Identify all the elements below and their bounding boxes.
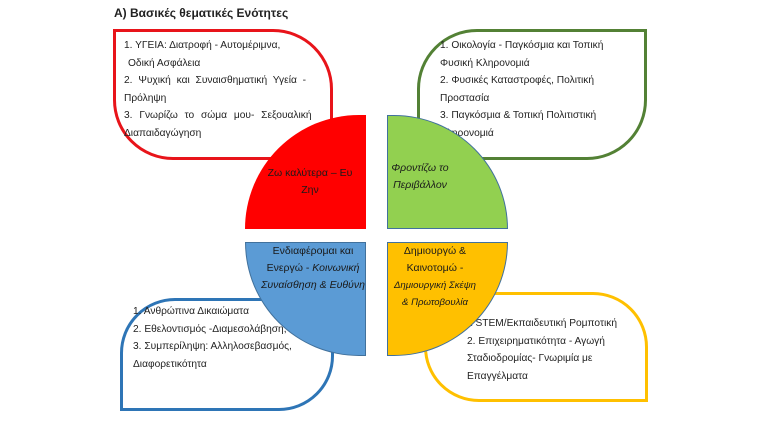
quadrant-label: Δημιουργώ & Καινοτομώ - Δημιουργική Σκέψ…	[380, 243, 490, 311]
label-line: Καινοτομώ -	[406, 262, 464, 274]
list-item: Επαγγέλματα	[467, 370, 528, 382]
label-part: Κοινωνική	[312, 262, 360, 274]
list-item: 2. Φυσικές Καταστροφές, Πολιτική	[440, 75, 595, 86]
list-item: Φυσική Κληρονομιά	[440, 57, 530, 69]
label-line: Περιβάλλον	[393, 179, 447, 191]
label-line: Φροντίζω το	[391, 162, 449, 174]
quadrant-label: Φροντίζω το Περιβάλλον	[370, 160, 470, 194]
environment-topics-box: 1. Οικολογία - Παγκόσμια και Τοπική Φυσι…	[417, 29, 647, 160]
list-item: Διαφορετικότητα	[133, 358, 207, 370]
label-line: & Πρωτοβουλία	[402, 297, 468, 308]
list-item: 2. Επιχειρηματικότητα - Αγωγή	[467, 335, 605, 347]
label-line: Ζην	[301, 184, 319, 196]
health-topics-list: 1. ΥΓΕΙΑ: Διατροφή - Αυτομέριμνα, Οδική …	[124, 37, 329, 142]
label-line: Ζω καλύτερα – Ευ	[267, 167, 353, 179]
quadrant-label: Ζω καλύτερα – Ευ Ζην	[255, 165, 365, 199]
list-item: 2. Εθελοντισμός -Διαμεσολάβηση,	[133, 323, 287, 335]
list-item: 3. Παγκόσμια & Τοπική Πολιτιστική	[440, 110, 597, 121]
list-item: 3. Γνωρίζω το σώμα μου- Σεξουαλική	[124, 110, 312, 121]
list-item: Προστασία	[440, 92, 490, 104]
environment-topics-list: 1. Οικολογία - Παγκόσμια και Τοπική Φυσι…	[440, 37, 603, 142]
list-item: Κληρονομιά	[440, 127, 494, 139]
section-title: A) Βασικές θεματικές Ενότητες	[114, 6, 289, 20]
list-item: 1. Ανθρώπινα Δικαιώματα	[133, 306, 249, 317]
list-item: Σταδιοδρομίας- Γνωριμία με	[467, 353, 593, 364]
list-item: 1. ΥΓΕΙΑ: Διατροφή - Αυτομέριμνα,	[124, 40, 281, 51]
list-item: Οδική Ασφάλεια	[128, 57, 201, 69]
list-item: 1 STEM/Εκπαιδευτική Ρομποτική	[467, 318, 617, 329]
label-line: Συναίσθηση & Ευθύνη	[261, 279, 365, 291]
label-line: Δημιουργώ &	[403, 245, 467, 257]
list-item: 2. Ψυχική και Συναισθηματική Υγεία -	[124, 75, 307, 86]
list-item: Διαπαιδαγώγηση	[124, 127, 202, 139]
health-topics-box: 1. ΥΓΕΙΑ: Διατροφή - Αυτομέριμνα, Οδική …	[113, 29, 333, 160]
list-item: 3. Συμπερίληψη: Αλληλοσεβασμός,	[133, 341, 292, 352]
label-line: Δημιουργική Σκέψη	[393, 280, 477, 291]
label-line: Ενδιαφέρομαι και	[272, 245, 354, 257]
list-item: 1. Οικολογία - Παγκόσμια και Τοπική	[440, 40, 604, 51]
social-topics-list: 1. Ανθρώπινα Δικαιώματα 2. Εθελοντισμός …	[133, 303, 292, 373]
innovation-topics-box: 1 STEM/Εκπαιδευτική Ρομποτική 2. Επιχειρ…	[424, 292, 648, 402]
list-item: Πρόληψη	[124, 92, 167, 104]
quadrant-label: Ενδιαφέρομαι και Ενεργώ - Κοινωνική Συνα…	[254, 243, 372, 294]
label-line: Ενεργώ - Κοινωνική	[254, 260, 372, 277]
label-part: Ενεργώ -	[266, 262, 313, 274]
innovation-topics-list: 1 STEM/Εκπαιδευτική Ρομποτική 2. Επιχειρ…	[467, 315, 617, 385]
